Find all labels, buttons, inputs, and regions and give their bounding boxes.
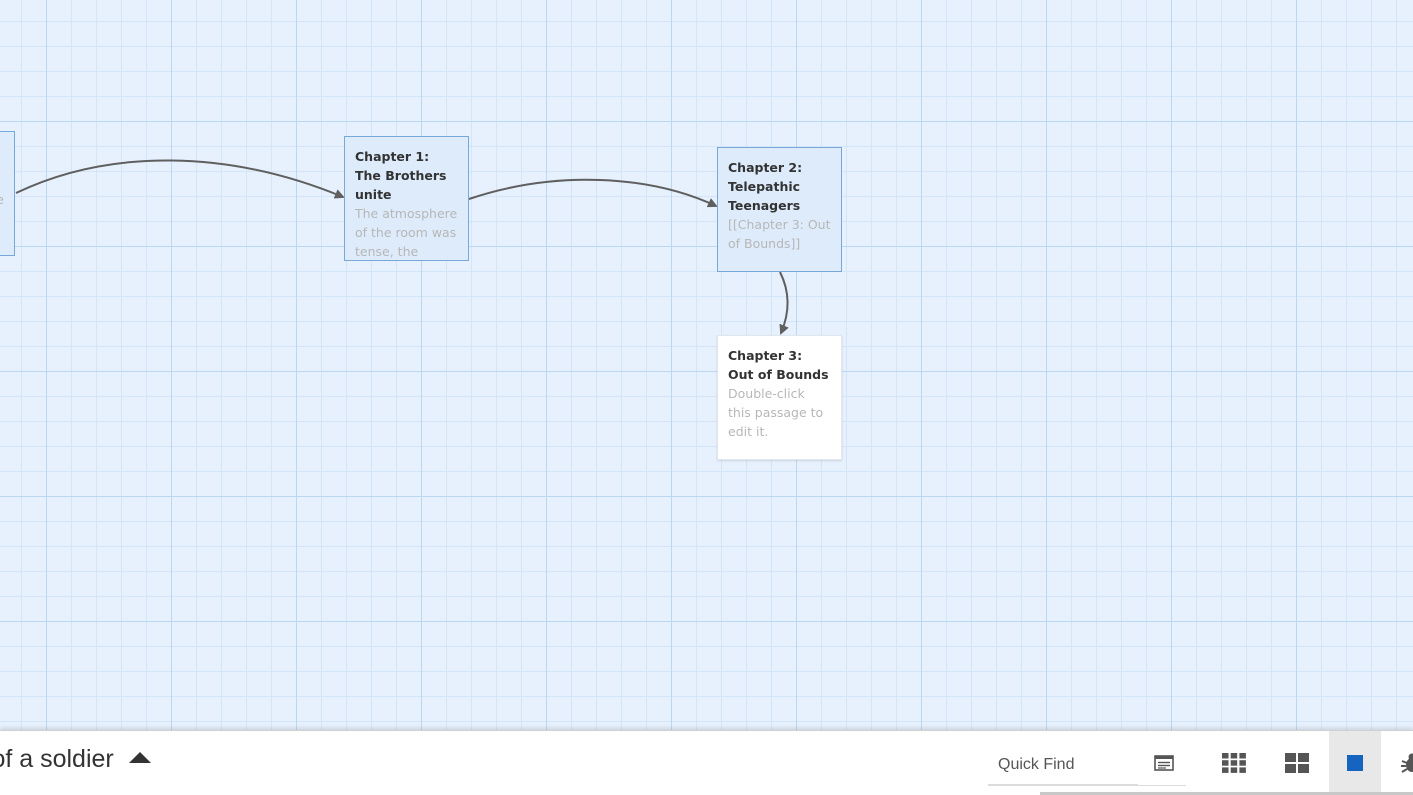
link-ch1-to-ch2 xyxy=(468,178,718,208)
link-start-to-ch1 xyxy=(15,159,345,199)
passage-title: Chapter 2: Telepathic Teenagers xyxy=(728,160,803,213)
grid-4-icon xyxy=(1285,752,1309,773)
passage-excerpt: e xyxy=(0,190,4,209)
bug-icon xyxy=(1401,753,1413,773)
grid-9-icon xyxy=(1222,752,1246,773)
passage-card-chapter-3[interactable]: Chapter 3: Out of Bounds Double-click th… xyxy=(717,335,842,460)
zoom-small-button[interactable] xyxy=(1203,731,1265,794)
horizontal-scrollbar[interactable] xyxy=(1040,792,1413,795)
zoom-large-button[interactable] xyxy=(1329,731,1381,794)
passage-links xyxy=(15,159,789,335)
zoom-medium-button[interactable] xyxy=(1266,731,1328,794)
story-toolbar: v of a soldier xyxy=(0,730,1413,795)
quick-find-underline xyxy=(988,785,1186,786)
debug-button[interactable] xyxy=(1392,731,1413,794)
quick-find-input[interactable] xyxy=(988,745,1138,785)
passage-excerpt: Double-click this passage to edit it. xyxy=(728,386,824,439)
passage-card-chapter-2[interactable]: Chapter 2: Telepathic Teenagers [[Chapte… xyxy=(717,147,842,272)
highlight-toggle-button[interactable] xyxy=(1144,731,1184,794)
caret-up-icon xyxy=(128,752,151,763)
story-title: v of a soldier xyxy=(0,745,114,773)
passage-title: Chapter 1: The Brothers unite xyxy=(355,149,447,202)
passage-card-start[interactable]: e xyxy=(0,131,15,256)
link-ch2-to-ch3 xyxy=(779,271,789,335)
story-map-canvas[interactable]: e Chapter 1: The Brothers unite The atmo… xyxy=(0,0,1413,730)
square-icon xyxy=(1347,754,1363,771)
passage-excerpt: The atmosphere of the room was tense, th… xyxy=(355,206,458,259)
text-list-icon xyxy=(1154,754,1174,771)
passage-title: Chapter 3: Out of Bounds xyxy=(728,348,829,382)
passage-excerpt: [[Chapter 3: Out of Bounds]] xyxy=(728,217,831,251)
passage-card-chapter-1[interactable]: Chapter 1: The Brothers unite The atmosp… xyxy=(344,136,469,261)
story-menu-button[interactable]: v of a soldier xyxy=(0,745,151,774)
